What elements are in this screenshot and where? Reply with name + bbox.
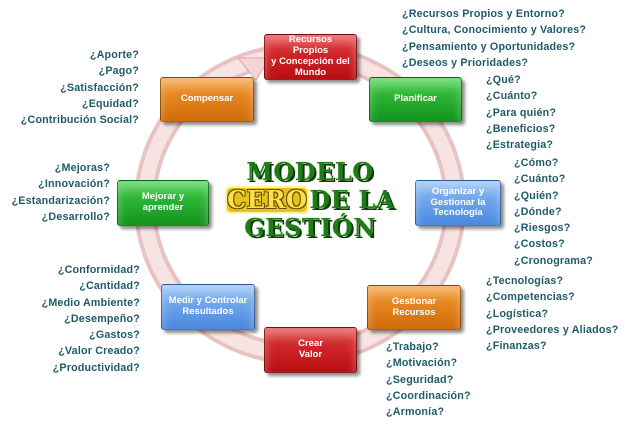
questions-organizar: ¿Cómo? ¿Cuánto? ¿Quién? ¿Dónde? ¿Riesgos… — [514, 155, 593, 269]
node-medir-line1: Medir y Controlar — [168, 295, 248, 307]
question-item: ¿Satisfacción? — [60, 81, 139, 94]
node-organizar-line1: Organizar y — [431, 185, 485, 197]
node-medir-line2: Resultados — [182, 306, 234, 317]
node-crear-line2: Valor — [298, 349, 323, 360]
question-item: ¿Trabajo? — [386, 341, 439, 353]
question-item: ¿Riesgos? — [514, 222, 571, 235]
node-gestionar-line1: Gestionar — [391, 295, 437, 307]
question-item: ¿Pago? — [98, 65, 139, 78]
center-title-cero: CERO — [225, 185, 310, 214]
question-item: ¿Competencias? — [486, 291, 575, 304]
center-title-line3: GESTIÓN — [244, 213, 376, 242]
question-item: ¿Qué? — [486, 74, 521, 86]
question-item: ¿Logística? — [486, 307, 549, 320]
question-item: ¿Tecnologías? — [486, 275, 564, 287]
node-organizar-line2: Gestionar la — [430, 196, 486, 208]
node-gestionar-line2: Recursos — [392, 306, 436, 318]
question-item: ¿Valor Creado? — [58, 345, 140, 358]
node-planificar-label: Planificar — [394, 93, 437, 105]
question-item: ¿Estandarización? — [11, 194, 110, 207]
center-title: MODELO CERODE LA GESTIÓN — [222, 158, 398, 242]
node-recursos-line3: Mundo — [294, 66, 327, 78]
question-item: ¿Pensamiento y Oportunidades? — [402, 40, 576, 53]
node-organizar[interactable]: Organizar y Gestionar la Tecnología — [415, 180, 501, 226]
question-item: ¿Deseos y Prioridades? — [402, 56, 529, 69]
question-item: ¿Beneficios? — [486, 122, 556, 135]
node-compensar-label: Compensar — [180, 93, 234, 105]
node-compensar[interactable]: Compensar — [160, 77, 254, 122]
center-title-line1: MODELO — [246, 157, 374, 186]
question-item: ¿Proveedores y Aliados? — [486, 323, 619, 336]
question-item: ¿Cultura, Conocimiento y Valores? — [402, 24, 587, 37]
node-mejorar[interactable]: Mejorar y aprender — [117, 180, 209, 226]
questions-medir: ¿Conformidad? ¿Cantidad? ¿Medio Ambiente… — [42, 262, 140, 376]
question-item: ¿Cuánto? — [486, 90, 538, 103]
question-item: ¿Equidad? — [81, 97, 139, 110]
center-title-de-la: DE LA — [309, 185, 395, 214]
question-item: ¿Contribución Social? — [20, 114, 139, 127]
node-recursos-line1: Recursos Propios — [288, 34, 333, 57]
question-item: ¿Cuánto? — [514, 173, 566, 186]
questions-mejorar: ¿Mejoras? ¿Innovación? ¿Estandarización?… — [12, 160, 110, 225]
node-medir[interactable]: Medir y Controlar Resultados — [161, 284, 255, 330]
question-item: ¿Coordinación? — [386, 389, 471, 402]
question-item: ¿Desarrollo? — [41, 210, 110, 223]
center-title-line2: CERODE LA — [222, 186, 398, 214]
question-item: ¿Productividad? — [52, 361, 140, 374]
questions-compensar: ¿Aporte? ¿Pago? ¿Satisfacción? ¿Equidad?… — [21, 47, 139, 128]
question-item: ¿Para quién? — [486, 106, 557, 119]
question-item: ¿Estrategia? — [486, 139, 554, 152]
question-item: ¿Mejoras? — [54, 162, 110, 174]
question-item: ¿Costos? — [514, 238, 565, 251]
ring-arrow-head — [236, 57, 271, 81]
question-item: ¿Recursos Propios y Entorno? — [402, 8, 565, 20]
node-planificar[interactable]: Planificar — [369, 77, 462, 122]
questions-recursos: ¿Recursos Propios y Entorno? ¿Cultura, C… — [402, 6, 586, 71]
node-recursos-line2: y Concepción del — [271, 56, 350, 67]
question-item: ¿Cómo? — [514, 157, 559, 169]
question-item: ¿Gastos? — [89, 329, 140, 342]
questions-planificar: ¿Qué? ¿Cuánto? ¿Para quién? ¿Beneficios?… — [486, 72, 556, 153]
question-item: ¿Desempeño? — [64, 312, 140, 325]
question-item: ¿Motivación? — [386, 357, 458, 370]
question-item: ¿Dónde? — [514, 205, 562, 218]
node-mejorar-line2: aprender — [142, 202, 184, 213]
question-item: ¿Seguridad? — [386, 373, 454, 386]
question-item: ¿Finanzas? — [486, 340, 547, 353]
question-item: ¿Cantidad? — [79, 280, 140, 293]
node-crear-valor[interactable]: Crear Valor — [264, 327, 357, 373]
question-item: ¿Conformidad? — [57, 264, 140, 276]
questions-crear: ¿Trabajo? ¿Motivación? ¿Seguridad? ¿Coor… — [386, 339, 471, 420]
question-item: ¿Aporte? — [89, 49, 139, 61]
question-item: ¿Innovación? — [38, 178, 110, 191]
questions-gestionar: ¿Tecnologías? ¿Competencias? ¿Logística?… — [486, 273, 619, 354]
node-organizar-line3: Tecnología — [433, 207, 483, 219]
question-item: ¿Medio Ambiente? — [41, 296, 140, 309]
node-crear-line1: Crear — [298, 338, 323, 350]
question-item: ¿Cronograma? — [514, 254, 593, 267]
node-recursos-propios[interactable]: Recursos Propios y Concepción del Mundo — [264, 34, 357, 80]
question-item: ¿Quién? — [514, 189, 559, 202]
node-gestionar-recursos[interactable]: Gestionar Recursos — [367, 285, 461, 330]
node-mejorar-line1: Mejorar y — [141, 191, 185, 203]
question-item: ¿Armonía? — [386, 406, 445, 419]
